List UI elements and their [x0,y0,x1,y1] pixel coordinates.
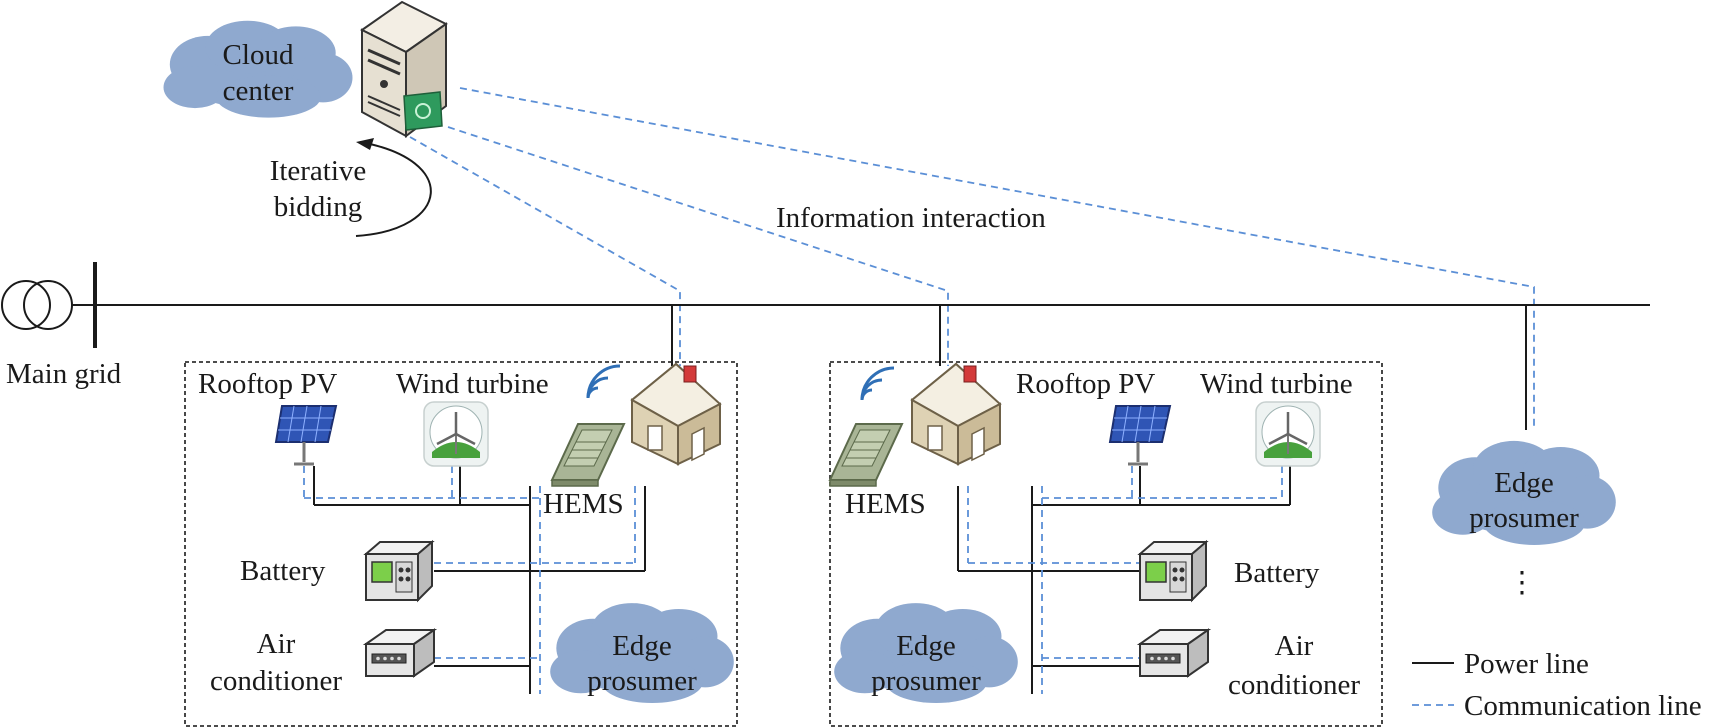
legend-communication-line-label: Communication line [1464,690,1702,722]
main-grid-label: Main grid [6,358,122,390]
iterative-bidding-arrow [355,141,432,237]
hems-device-icon [551,423,625,487]
hems-device-icon [829,423,903,487]
hems-label: HEMS [845,488,926,520]
wifi-icon [860,366,896,402]
edge-prosumer-label-line1: Edge [896,630,956,662]
edge-prosumer-cloud: Edge prosumer [1432,440,1616,545]
edge-prosumer-label-line1: Edge [1494,467,1554,499]
wind-turbine-icon [422,400,490,468]
communication-lines-top [409,87,1535,430]
house-icon [911,363,1001,465]
left-prosumer-box [184,361,738,727]
wifi-icon [586,364,622,400]
cloud-center-label-line2: center [223,75,294,107]
battery-label: Battery [1234,557,1320,589]
right-prosumer: Edge prosumer ⋮ [1432,305,1616,599]
battery-label: Battery [240,555,326,587]
cloud-center: Cloud center [163,20,353,118]
house-icon [631,363,721,465]
iterative-bidding-line2: bidding [274,191,363,223]
air-conditioner-label-line2: conditioner [1228,669,1360,701]
comm-line-to-middle-prosumer [447,126,949,366]
battery-icon [365,541,433,601]
air-conditioner-icon [365,629,435,677]
iterative-bidding-line1: Iterative [270,155,367,187]
edge-prosumer-label-line2: prosumer [871,665,981,697]
rooftop-pv-label: Rooftop PV [1016,368,1155,400]
edge-prosumer-label-line1: Edge [612,630,672,662]
rooftop-pv-icon [1108,404,1172,466]
middle-prosumer-box [829,361,1383,727]
comm-line-to-left-prosumer [409,136,681,366]
hems-label: HEMS [543,488,624,520]
air-conditioner-icon [1139,629,1209,677]
edge-prosumer-cloud: Edge prosumer [834,603,1018,704]
air-conditioner-label-line1: Air [1275,630,1314,662]
main-grid: Main grid [1,262,1650,390]
wind-turbine-icon [1254,400,1322,468]
server-icon [360,0,448,138]
rooftop-pv-label: Rooftop PV [198,368,337,400]
edge-prosumer-label-line2: prosumer [587,665,697,697]
edge-prosumer-cloud: Edge prosumer [550,603,734,704]
middle-prosumer: Rooftop PV Wind turbine HEMS Battery Air… [829,305,1383,727]
more-prosumers-ellipsis: ⋮ [1508,567,1537,599]
battery-icon [1139,541,1207,601]
legend: Power line Communication line [1412,648,1702,722]
legend-power-line-label: Power line [1464,648,1589,680]
cloud-center-label-line1: Cloud [223,39,294,71]
rooftop-pv-icon [274,404,338,466]
comm-line-to-right-prosumer [459,87,1535,430]
air-conditioner-label-line2: conditioner [210,665,342,697]
iterative-bidding: Iterative bidding [270,138,432,237]
information-interaction-label: Information interaction [776,202,1046,234]
air-conditioner-label-line1: Air [257,628,296,660]
left-prosumer: Rooftop PV Wind turbine HEMS Battery Air… [184,305,738,727]
wind-turbine-label: Wind turbine [396,368,549,400]
transformer-icon [1,280,51,330]
edge-prosumer-label-line2: prosumer [1469,502,1579,534]
wind-turbine-label: Wind turbine [1200,368,1353,400]
